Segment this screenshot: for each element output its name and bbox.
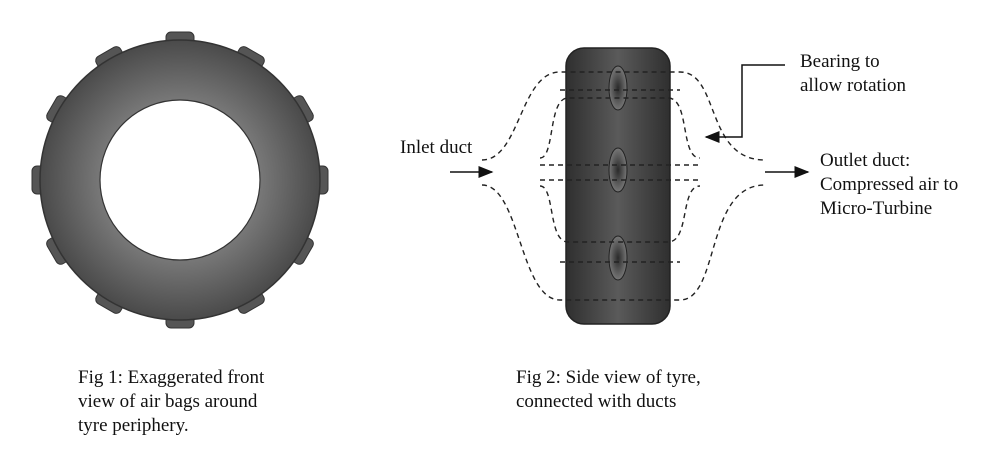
bearing-label-line-1: Bearing to: [800, 51, 880, 72]
fig2-caption-line-2: connected with ducts: [516, 391, 677, 412]
air-bag-top: [608, 65, 628, 111]
fig1-caption-line-3: tyre periphery.: [78, 415, 189, 436]
air-bag-middle: [608, 147, 628, 193]
inlet-label-text: Inlet duct: [400, 137, 473, 158]
inlet-label: Inlet duct: [400, 136, 472, 160]
duct-lines: [481, 71, 766, 301]
air-bag-bottom: [608, 235, 628, 281]
fig2-tyre-side-view: [450, 47, 810, 325]
fig2-caption-line-1: Fig 2: Side view of tyre,: [516, 367, 701, 388]
bearing-label-line-2: allow rotation: [800, 75, 907, 96]
tyre-hole: [99, 99, 261, 261]
outlet-label: Outlet duct: Compressed air to Micro-Tur…: [820, 149, 958, 221]
outlet-label-line-1: Outlet duct:: [820, 150, 911, 171]
bearing-arrow: [704, 64, 785, 143]
fig1-caption-line-2: view of air bags around: [78, 391, 258, 412]
bearing-label: Bearing to allow rotation: [800, 50, 906, 98]
fig1-caption: Fig 1: Exaggerated front view of air bag…: [78, 366, 264, 438]
fig2-caption: Fig 2: Side view of tyre, connected with…: [516, 366, 701, 414]
fig1-tyre-front-view: [31, 31, 329, 329]
fig1-caption-line-1: Fig 1: Exaggerated front: [78, 367, 265, 388]
outlet-label-line-2: Compressed air to: [820, 174, 959, 195]
outlet-label-line-3: Micro-Turbine: [820, 198, 933, 219]
